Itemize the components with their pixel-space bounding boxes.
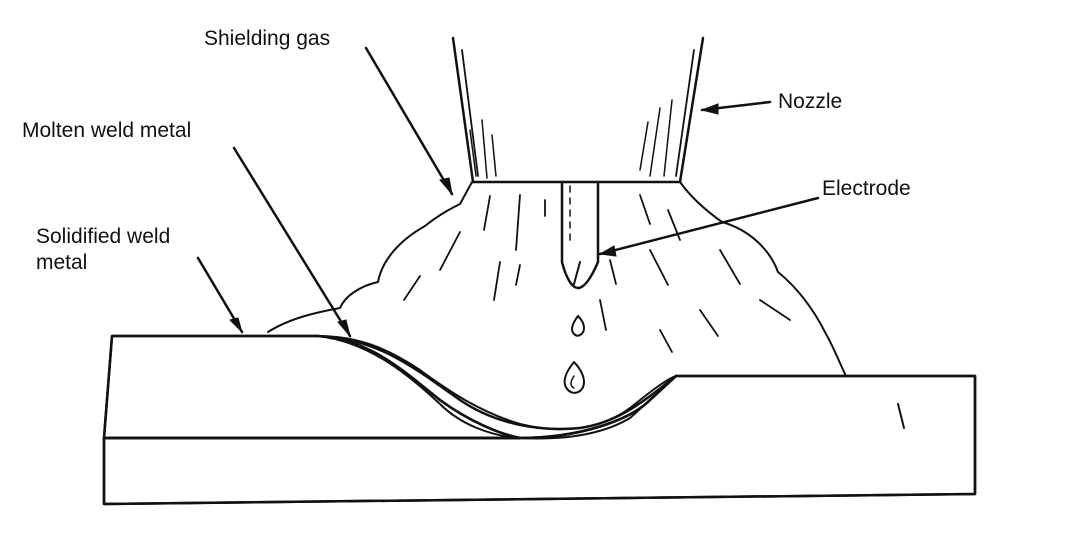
- electrode: [560, 180, 600, 290]
- molten-weld-pool: [317, 335, 678, 440]
- label-molten-weld-metal: Molten weld metal: [22, 119, 192, 142]
- leader-arrows: [196, 46, 820, 338]
- label-electrode: Electrode: [822, 177, 911, 200]
- metal-droplets: [563, 315, 585, 394]
- label-solidified-weld-line2: metal: [36, 251, 88, 274]
- label-solidified-weld-line1: Solidified weld: [36, 225, 171, 248]
- shielding-gas-cloud: [267, 181, 905, 429]
- label-nozzle: Nozzle: [778, 90, 843, 113]
- solidified-weld-metal: [102, 334, 522, 440]
- nozzle: [451, 36, 705, 184]
- label-shielding-gas: Shielding gas: [204, 27, 331, 50]
- base-plate: [102, 374, 977, 506]
